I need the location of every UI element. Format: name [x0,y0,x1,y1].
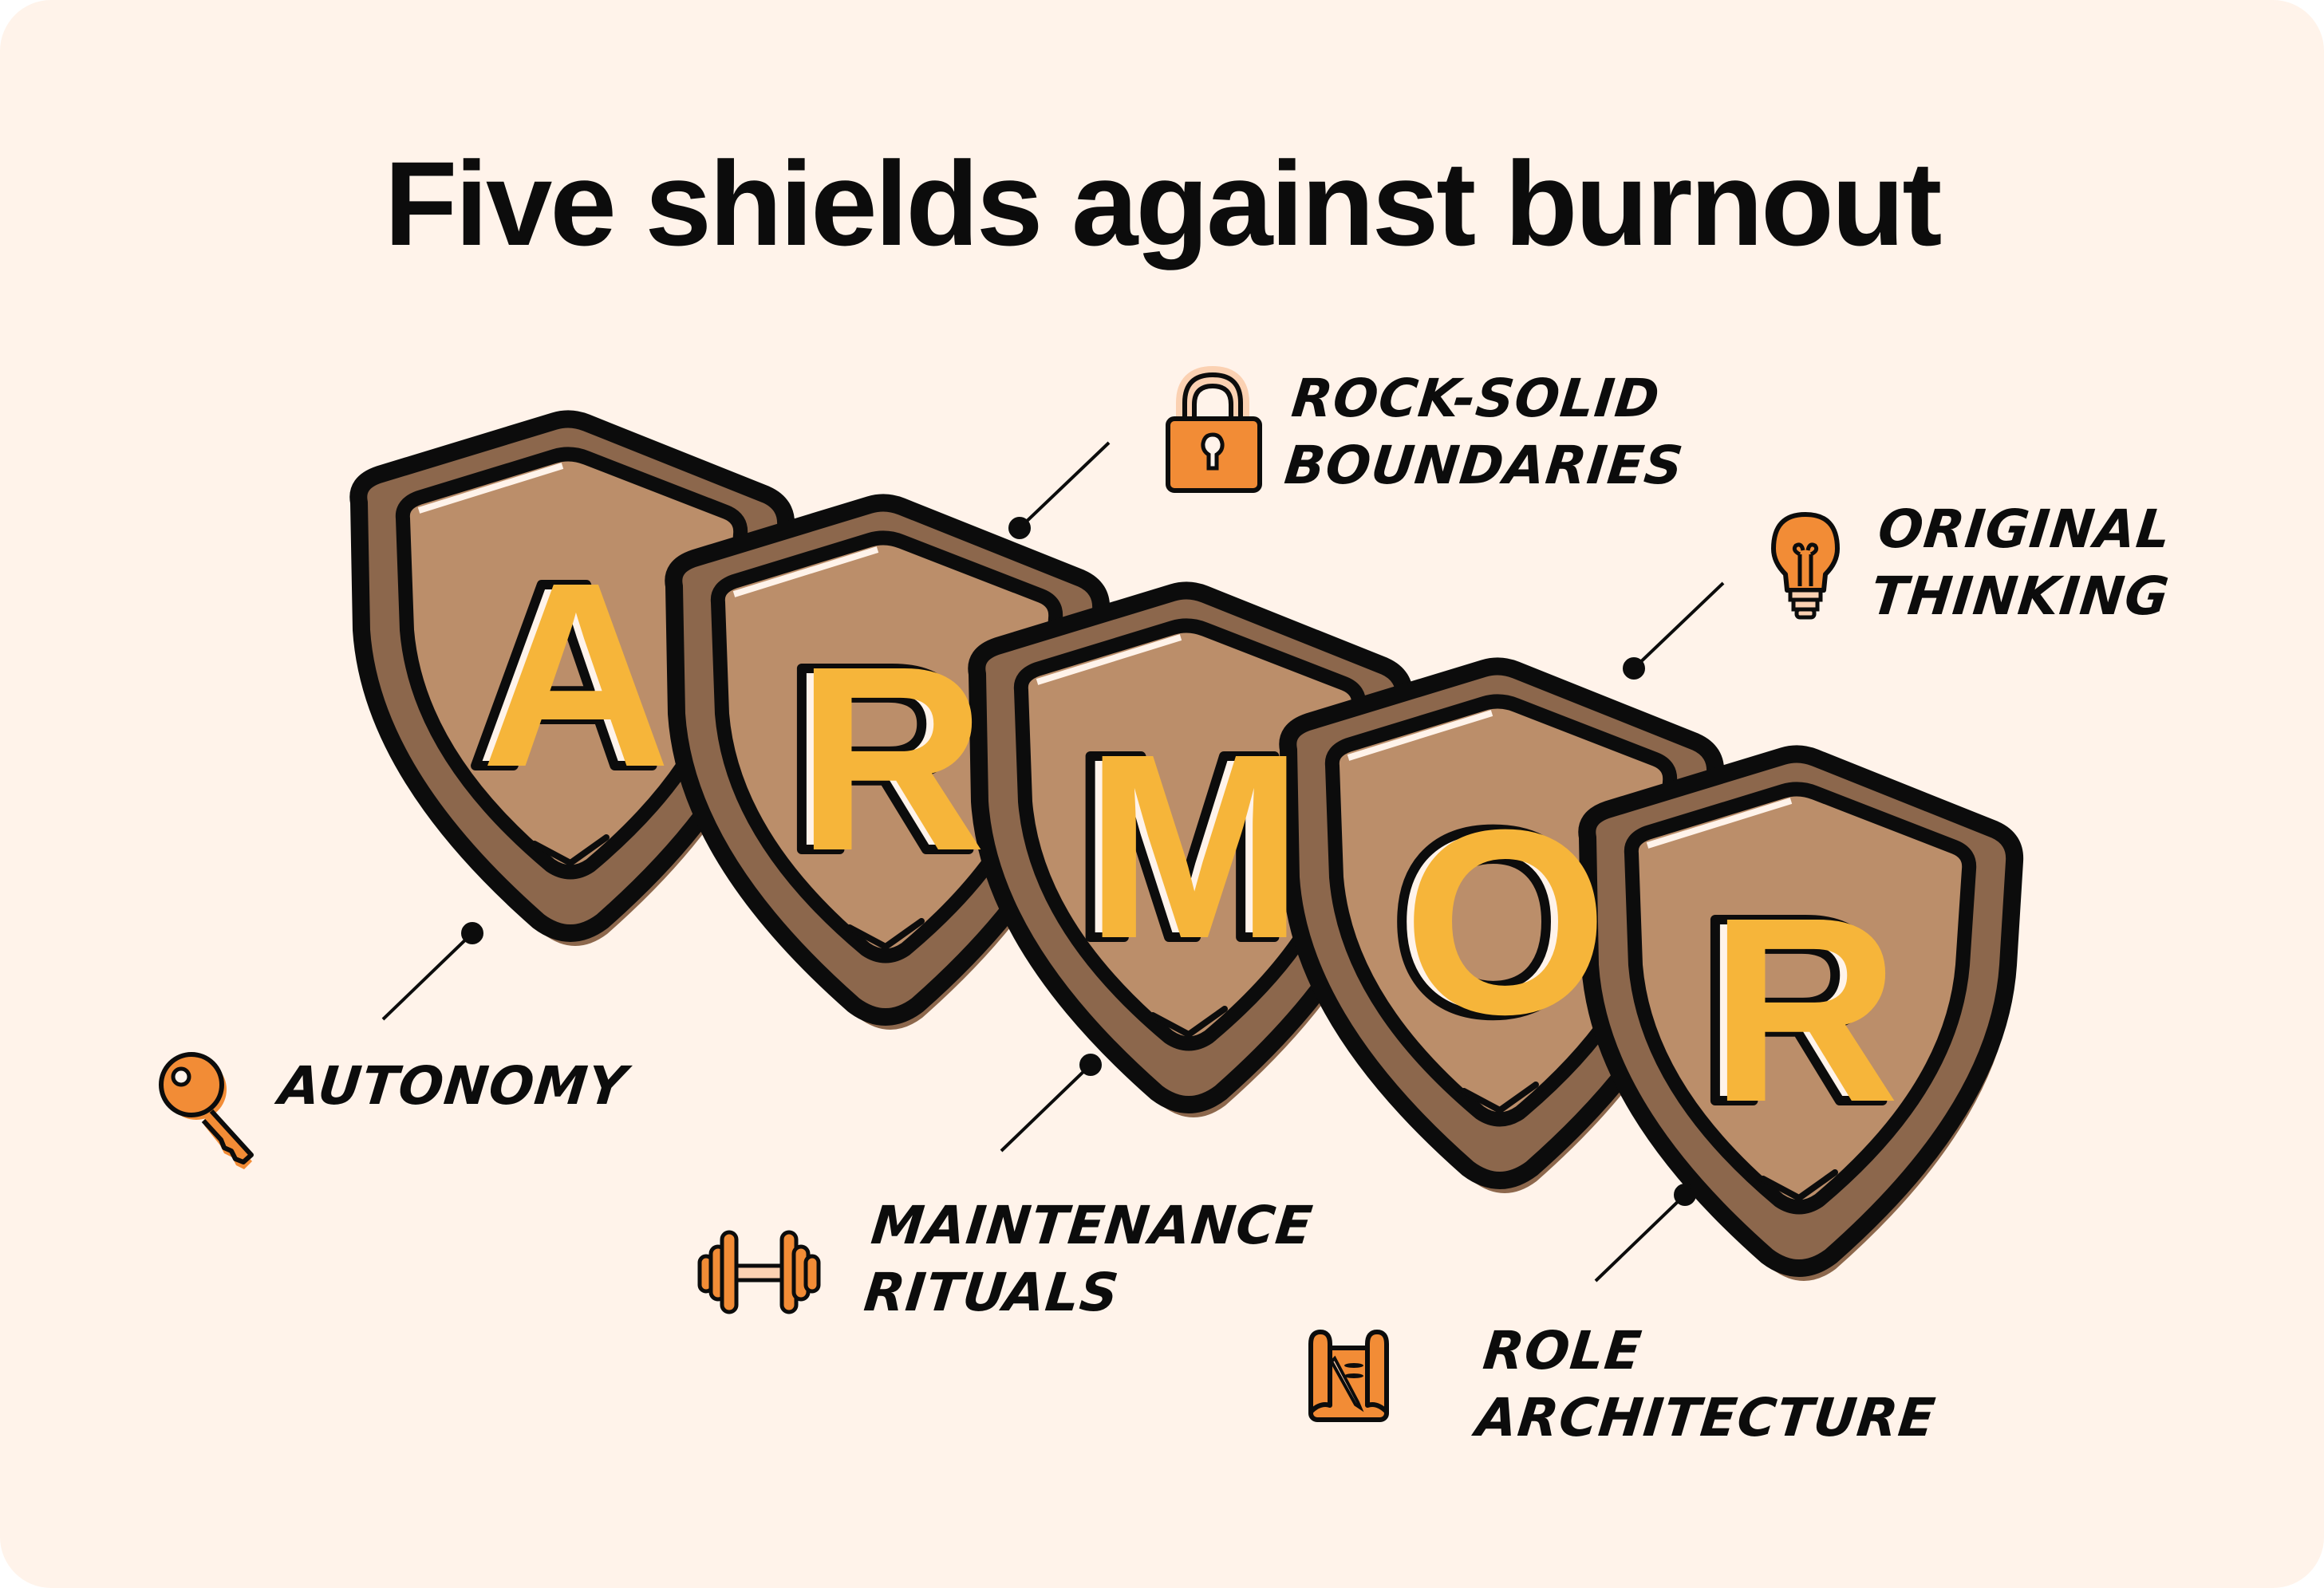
letter-a: A [469,527,659,822]
connectors [381,441,1725,1283]
connector-role [1594,1184,1696,1283]
lightbulb-icon [1771,512,1840,620]
label-rock-solid-boundaries: ROCK-SOLID BOUNDARIES [1281,368,1687,496]
connector-autonomy [381,922,483,1021]
letter-r1: R [784,611,974,905]
key-icon [159,1052,254,1169]
label-role-architecture: ROLE ARCHITECTURE [1473,1320,1939,1448]
shield-r2 [1587,754,2019,1281]
letter-m-fill: M [1085,699,1304,993]
padlock-icon [1166,365,1262,493]
label-autonomy: AUTONOMY [276,1055,630,1117]
shield-r1 [673,502,1106,1030]
letter-r1-fill: R [796,611,986,905]
letter-o-fill: O [1403,774,1608,1069]
page-title: Five shields against burnout [384,136,1943,270]
connector-maintenance [1000,1054,1102,1153]
blueprint-icon [1308,1330,1389,1422]
shield-m [977,590,1409,1117]
connector-original [1623,581,1725,680]
letter-r2-fill: R [1710,862,1900,1157]
letter-r2: R [1698,862,1888,1157]
shield-a [358,419,791,946]
connector-boundaries [1008,441,1111,539]
label-maintenance-rituals: MAINTENANCE RITUALS [861,1195,1316,1323]
letter-a-fill: A [481,527,671,822]
letter-m: M [1073,699,1292,993]
letter-o: O [1391,774,1596,1069]
dumbbell-icon [697,1230,821,1314]
shield-o [1288,666,1720,1193]
label-original-thinking: ORIGINAL THINKING [1868,498,2175,627]
